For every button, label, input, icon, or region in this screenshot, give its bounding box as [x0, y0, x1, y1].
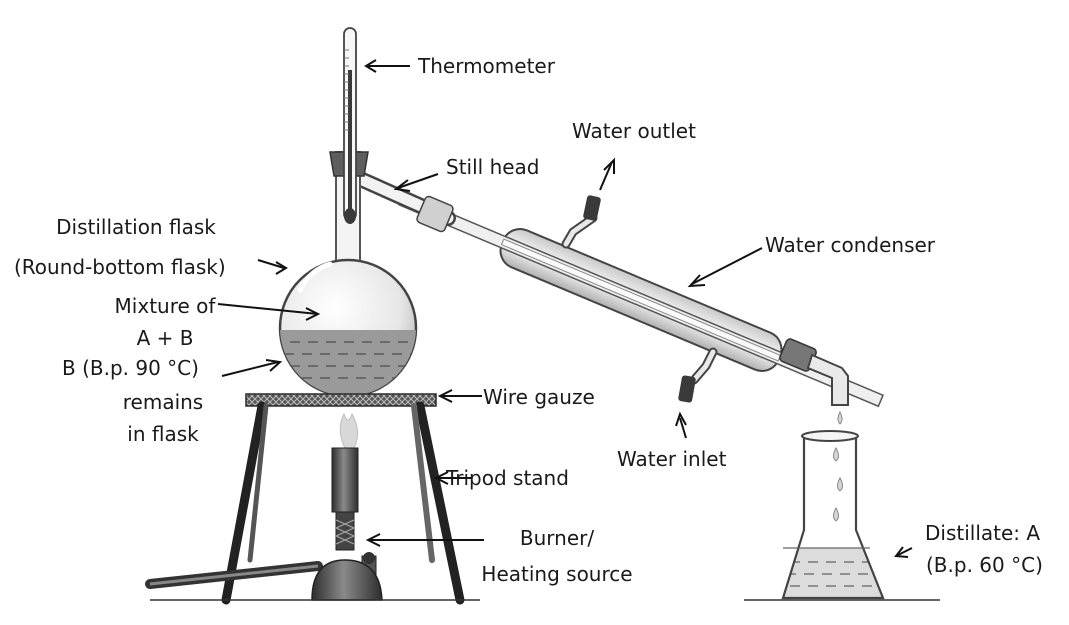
distillate-drops — [833, 410, 843, 522]
label-distillate-line1: Distillate: A — [925, 521, 1041, 545]
label-water-condenser: Water condenser — [765, 233, 936, 257]
water-inlet-tube — [678, 375, 696, 403]
label-thermometer: Thermometer — [418, 54, 555, 78]
still-head — [350, 170, 456, 233]
label-water-outlet: Water outlet — [572, 119, 696, 143]
label-still-head: Still head — [446, 155, 540, 179]
conical-flask — [781, 430, 885, 600]
distillation-flask — [278, 258, 418, 398]
label-distillation-flask: Distillation flask — [56, 215, 216, 239]
label-round-bottom-flask: (Round-bottom flask) — [14, 255, 226, 279]
flame — [339, 412, 358, 449]
label-mixture-line1: Mixture of — [114, 294, 216, 318]
label-distillate-line2: (B.p. 60 °C) — [926, 553, 1043, 577]
label-wire-gauze: Wire gauze — [483, 385, 595, 409]
wire-gauze — [245, 393, 437, 407]
adapter — [779, 338, 849, 406]
label-burner-line1: Burner/ — [519, 526, 595, 550]
label-b-boiling-point: B (B.p. 90 °C) — [62, 356, 199, 380]
tripod-stand — [221, 401, 465, 605]
label-water-inlet: Water inlet — [617, 447, 727, 471]
label-b-remains: remains — [122, 390, 204, 414]
thermometer — [343, 27, 357, 224]
label-b-in-flask: in flask — [127, 422, 199, 446]
callout-arrows — [217, 59, 913, 558]
water-condenser — [398, 192, 884, 408]
label-burner-line2: Heating source — [481, 562, 633, 586]
water-outlet-tube — [583, 195, 601, 221]
label-tripod-stand: Tripod stand — [446, 466, 569, 490]
burner — [145, 447, 383, 601]
label-mixture-line2: A + B — [136, 326, 194, 350]
